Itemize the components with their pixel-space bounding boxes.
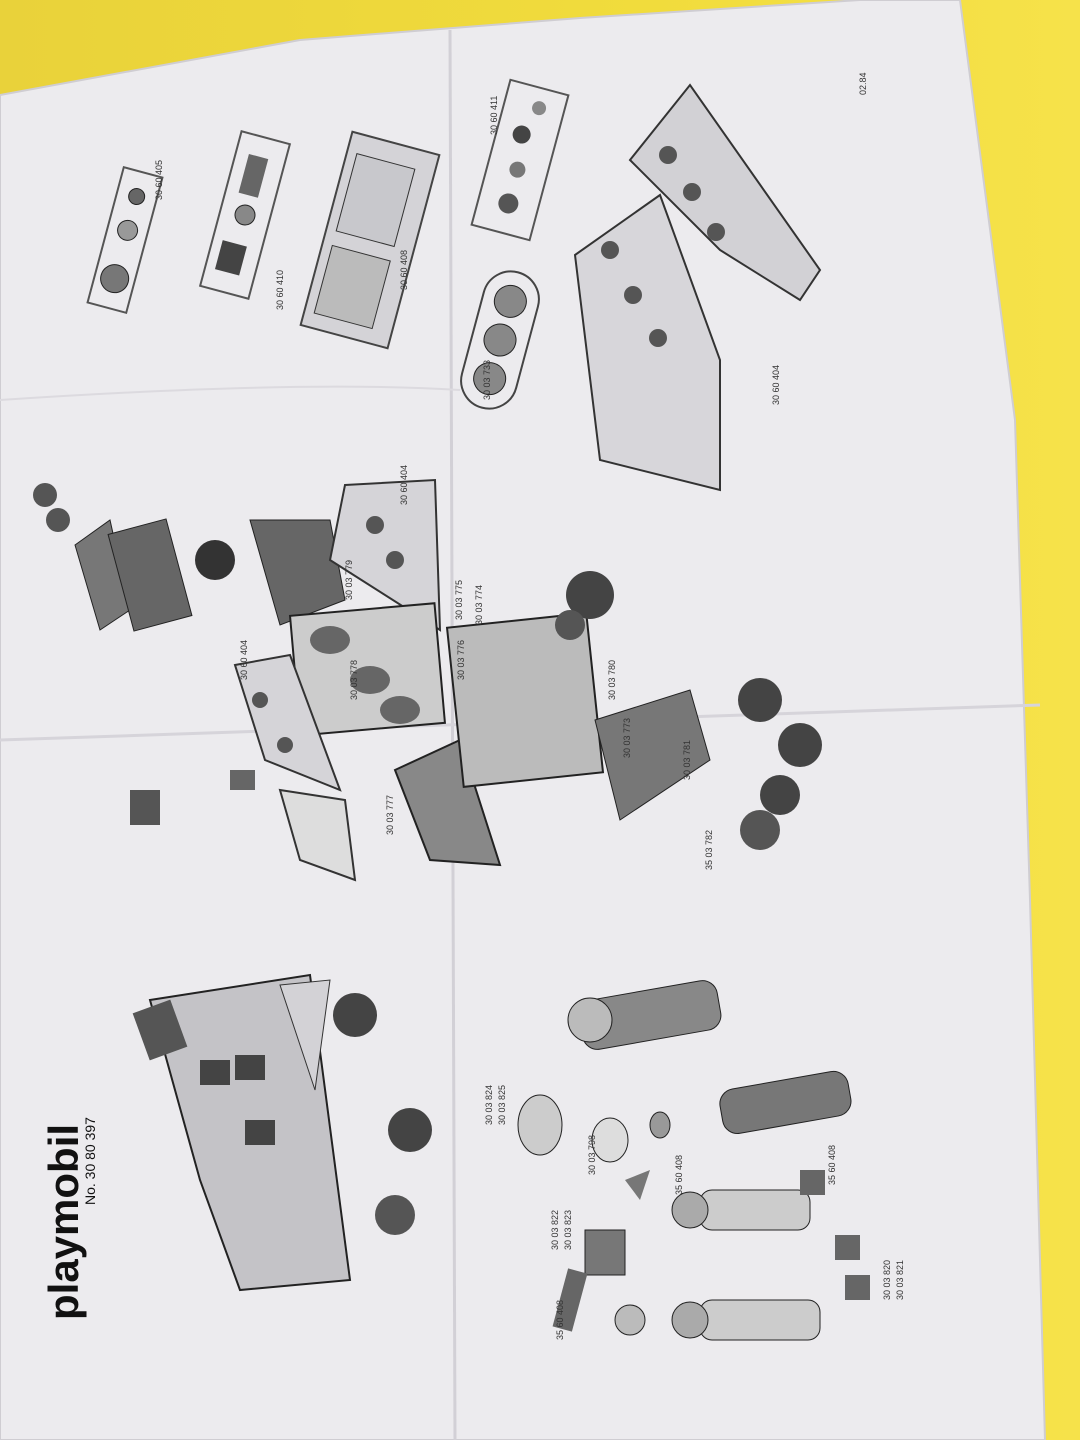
part-label: 30 60 411: [489, 96, 499, 135]
part-label: 30 03 820: [882, 1260, 892, 1300]
sprue-tree-1: [86, 165, 164, 315]
part-label: 30 03 821: [895, 1260, 905, 1300]
astronaut-figures: [517, 980, 870, 1341]
part-label: 35 60 408: [827, 1145, 837, 1185]
part-label: 30 03 773: [622, 718, 632, 758]
part-label: 30 03 775: [454, 580, 464, 620]
part-label: 30 03 776: [456, 640, 466, 680]
sprue-tree-3: [299, 130, 441, 350]
sprue-tree-4: [470, 78, 570, 242]
part-label: 30 60 404: [239, 640, 249, 680]
part-label: 30 03 779: [344, 560, 354, 600]
assembled-vehicle: [132, 973, 432, 1292]
part-label: 30 60 405: [154, 160, 164, 200]
part-label: 30 60 408: [399, 250, 409, 290]
part-label: 30 03 774: [474, 585, 484, 625]
fold-line-vertical: [448, 29, 457, 1440]
part-label: 30 60 404: [771, 365, 781, 405]
part-label: 35 03 782: [704, 830, 714, 870]
product-number: No. 30 80 397: [82, 1117, 98, 1205]
part-label: 35 60 408: [555, 1300, 565, 1340]
part-label: 30 03 780: [607, 660, 617, 700]
part-label: 30 03 778: [349, 660, 359, 700]
window-ring-sprue: [460, 270, 540, 410]
part-label: 30 03 733: [482, 360, 492, 400]
part-label: 30 60 404: [399, 465, 409, 505]
part-label: 30 03 798: [587, 1135, 597, 1175]
part-label: 30 60 410: [275, 270, 285, 310]
wing-pair: [573, 83, 822, 492]
part-label: 30 03 823: [563, 1210, 573, 1250]
part-label: 30 03 822: [550, 1210, 560, 1250]
sprue-tree-2: [198, 130, 292, 300]
part-label: 30 03 777: [385, 795, 395, 835]
part-label: 30 03 825: [497, 1085, 507, 1125]
brand-logo: playmobil: [40, 1124, 87, 1320]
exploded-vehicle: [33, 478, 822, 882]
part-label: 30 03 824: [484, 1085, 494, 1125]
part-label: 30 03 781: [682, 740, 692, 780]
part-label: 35 60 408: [674, 1155, 684, 1195]
date-code: 02.84: [858, 72, 868, 95]
